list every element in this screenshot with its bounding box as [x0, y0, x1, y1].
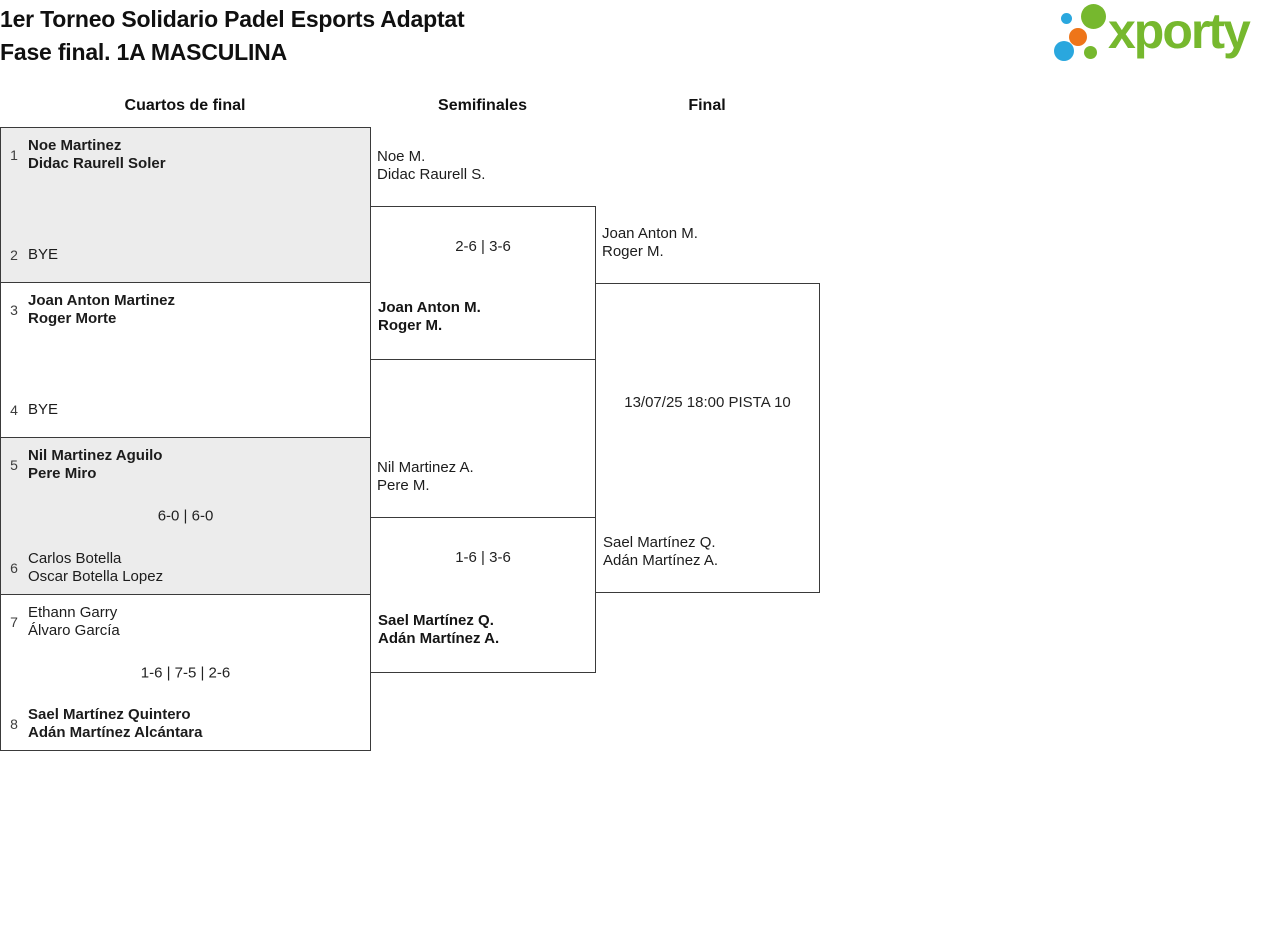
player-name: BYE — [28, 401, 59, 418]
participant-names: BYE — [28, 401, 58, 419]
final-top-participant: Joan Anton M. Roger M. — [602, 225, 698, 261]
seed-number: 5 — [10, 457, 18, 473]
seed-number: 3 — [10, 302, 18, 318]
participant-row: 4 BYE — [7, 401, 58, 419]
match-card-qf4[interactable]: 7 Ethann Garry Álvaro García 1-6 | 7-5 |… — [0, 594, 371, 751]
player-name: Sael Martínez Quintero — [28, 706, 191, 723]
seed-number: 1 — [10, 147, 18, 163]
player-name: Roger Morte — [28, 310, 117, 327]
player-name: Oscar Botella Lopez — [28, 568, 164, 585]
player-name: Pere M. — [377, 477, 430, 494]
sf2-top-participant: Nil Martinez A. Pere M. — [377, 459, 474, 495]
player-name: Didac Raurell S. — [377, 166, 486, 183]
seed-number: 6 — [10, 560, 18, 576]
round-header-cuartos-de-final: Cuartos de final — [124, 97, 246, 114]
player-name: Noe Martinez — [28, 137, 122, 154]
player-name: Nil Martinez Aguilo — [28, 447, 163, 464]
player-name: Sael Martínez Q. — [378, 612, 494, 629]
participant-row: 5 Nil Martinez Aguilo Pere Miro — [7, 447, 162, 483]
player-name: Pere Miro — [28, 465, 97, 482]
xporty-logo[interactable]: xporty — [1050, 0, 1280, 70]
sf1-winner-participant: Joan Anton M. Roger M. — [378, 299, 481, 335]
participant-names: Carlos Botella Oscar Botella Lopez — [28, 550, 163, 586]
match-card-final[interactable]: 13/07/25 18:00 PISTA 10 Sael Martínez Q.… — [595, 283, 820, 593]
seed-number: 7 — [10, 614, 18, 630]
tournament-title-line1: 1er Torneo Solidario Padel Esports Adapt… — [0, 6, 465, 32]
sf2-winner-participant: Sael Martínez Q. Adán Martínez A. — [378, 612, 499, 648]
xporty-wordmark: xporty — [1108, 3, 1251, 59]
match-card-qf3[interactable]: 5 Nil Martinez Aguilo Pere Miro 6-0 | 6-… — [0, 437, 371, 595]
player-name: Joan Anton M. — [378, 299, 481, 316]
logo-dot-green-small-icon — [1084, 46, 1097, 59]
round-header-final: Final — [688, 97, 726, 114]
logo-dot-green-big-icon — [1081, 4, 1106, 29]
player-name: Roger M. — [378, 317, 443, 334]
participant-names: Ethann Garry Álvaro García — [28, 604, 120, 640]
participant-row: 7 Ethann Garry Álvaro García — [7, 604, 120, 640]
logo-dot-blue-big-icon — [1054, 41, 1074, 61]
match-score: 1-6 | 7-5 | 2-6 — [140, 664, 231, 681]
player-name: Álvaro García — [28, 622, 120, 639]
participant-names: Joan Anton Martinez Roger Morte — [28, 292, 175, 328]
participant-names: BYE — [28, 246, 58, 264]
participant-row: 2 BYE — [7, 246, 58, 264]
sf1-top-participant: Noe M. Didac Raurell S. — [377, 148, 485, 184]
tournament-title-line2: Fase final. 1A MASCULINA — [0, 39, 288, 65]
seed-number: 8 — [10, 716, 18, 732]
player-name: Joan Anton Martinez — [28, 292, 175, 309]
match-score: 6-0 | 6-0 — [157, 507, 214, 525]
logo-dot-blue-small-icon — [1061, 13, 1072, 24]
player-name: Adán Martínez A. — [378, 630, 500, 647]
participant-names: Nil Martinez Aguilo Pere Miro — [28, 447, 162, 483]
participant-row: 3 Joan Anton Martinez Roger Morte — [7, 292, 175, 328]
seed-number: 4 — [10, 402, 18, 418]
participant-names: Noe Martinez Didac Raurell Soler — [28, 137, 166, 173]
match-score: 1-6 | 3-6 — [455, 549, 511, 566]
match-card-qf2[interactable]: 3 Joan Anton Martinez Roger Morte 4 BYE — [0, 282, 371, 438]
final-schedule: 13/07/25 18:00 PISTA 10 — [624, 394, 791, 411]
page-title: 1er Torneo Solidario Padel Esports Adapt… — [0, 3, 465, 69]
player-name: Joan Anton M. — [602, 225, 698, 242]
player-name: BYE — [28, 246, 59, 263]
participant-row: 6 Carlos Botella Oscar Botella Lopez — [7, 550, 163, 586]
match-score: 2-6 | 3-6 — [455, 238, 511, 255]
seed-number: 2 — [10, 247, 18, 263]
participant-row: 8 Sael Martínez Quintero Adán Martínez A… — [7, 706, 203, 742]
player-name: Roger M. — [602, 243, 664, 260]
player-name: Adán Martínez Alcántara — [28, 724, 203, 741]
player-name: Ethann Garry — [28, 604, 118, 621]
player-name: Didac Raurell Soler — [28, 155, 166, 172]
player-name: Adán Martínez A. — [603, 552, 719, 569]
player-name: Carlos Botella — [28, 550, 122, 567]
participant-row: 1 Noe Martinez Didac Raurell Soler — [7, 137, 166, 173]
participant-names: Sael Martínez Quintero Adán Martínez Alc… — [28, 706, 203, 742]
player-name: Sael Martínez Q. — [603, 534, 716, 551]
match-card-sf2[interactable]: 1-6 | 3-6 Sael Martínez Q. Adán Martínez… — [370, 517, 596, 673]
player-name: Nil Martinez A. — [377, 459, 474, 476]
player-name: Noe M. — [377, 148, 426, 165]
round-header-semifinales: Semifinales — [438, 97, 527, 114]
match-card-qf1[interactable]: 1 Noe Martinez Didac Raurell Soler 2 BYE — [0, 127, 371, 283]
match-card-sf1[interactable]: 2-6 | 3-6 Joan Anton M. Roger M. — [370, 206, 596, 360]
final-bottom-participant: Sael Martínez Q. Adán Martínez A. — [603, 534, 718, 570]
logo-dot-orange-icon — [1069, 28, 1087, 46]
